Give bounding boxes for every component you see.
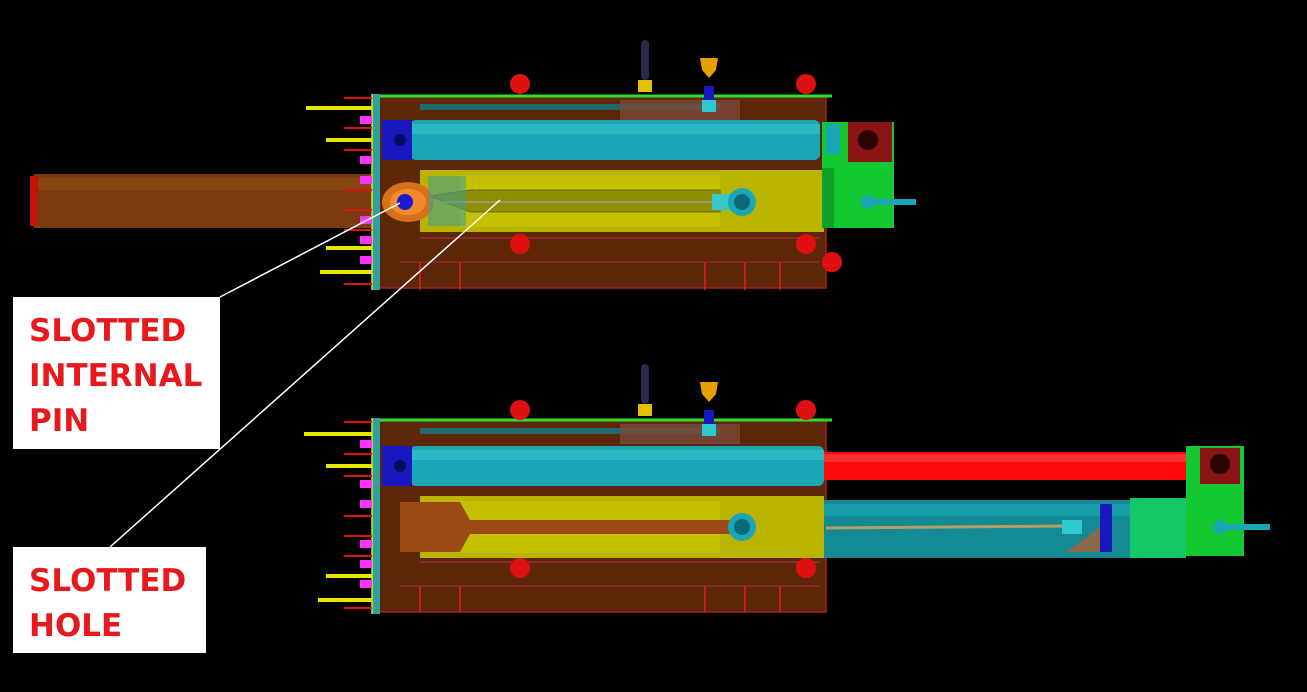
callout-hole-line-1: SLOTTED xyxy=(29,563,187,599)
leader-line-pin xyxy=(219,202,401,298)
top-tool-icon xyxy=(700,58,718,78)
callout-pin-line-2: INTERNAL xyxy=(29,358,203,394)
bottom-right-bracket xyxy=(1130,498,1186,558)
bottom-assembly xyxy=(304,364,1270,614)
bottom-end-plate xyxy=(372,418,380,614)
bottom-pin-slot xyxy=(400,502,730,552)
top-extension-endcap xyxy=(30,176,38,226)
callout-hole-line-2: HOLE xyxy=(29,608,123,644)
callout-slotted-hole: SLOTTED HOLE xyxy=(13,547,206,653)
callout-pin-line-3: PIN xyxy=(29,403,90,439)
callout-slotted-internal-pin: SLOTTED INTERNAL PIN xyxy=(13,297,220,449)
leader-line-hole xyxy=(109,199,501,548)
bottom-tool-icon xyxy=(700,382,718,402)
top-assembly xyxy=(30,40,916,290)
top-end-plate xyxy=(372,94,380,290)
top-internal-pin xyxy=(397,194,413,210)
callout-pin-line-1: SLOTTED xyxy=(29,313,187,349)
